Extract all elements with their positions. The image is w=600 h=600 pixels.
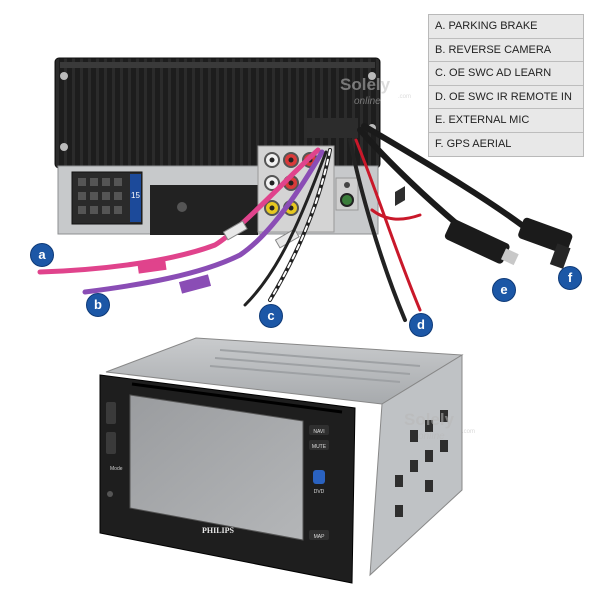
touch-screen: [129, 394, 304, 541]
watermark-suffix: .com: [462, 429, 475, 435]
rca-jacks: [264, 152, 318, 216]
navi-label: NAVI: [313, 429, 324, 435]
antenna-port: [340, 193, 354, 207]
watermark: Solely online .com Solely online .com: [340, 75, 475, 442]
watermark-subtext: online: [418, 431, 445, 442]
map-label: MAP: [314, 534, 326, 540]
bluetooth-icon: [313, 470, 325, 484]
screw-icon: [60, 72, 68, 80]
volume-button: [106, 402, 116, 424]
mute-label: MUTE: [312, 444, 327, 450]
disc-slot: [131, 382, 343, 414]
marker-d: d: [409, 313, 433, 337]
rear-unit: 15: [54, 57, 381, 235]
legend-item-swc-ir-remote: D. OE SWC IR REMOTE IN: [429, 86, 583, 110]
watermark-subtext: online: [354, 96, 381, 107]
legend-item-reverse-camera: B. REVERSE CAMERA: [429, 39, 583, 63]
brand-logo: PHILIPS: [202, 526, 235, 535]
legend-item-gps-aerial: F. GPS AERIAL: [435, 137, 512, 150]
map-button: [309, 530, 329, 540]
marker-a: a: [30, 243, 54, 267]
watermark-suffix: .com: [398, 94, 411, 100]
marker-b: b: [86, 293, 110, 317]
dvd-badge: DVD: [314, 489, 325, 495]
screw-icon: [60, 143, 68, 151]
legend-item-parking-brake: A. PARKING BRAKE: [429, 15, 583, 39]
reset-button: [107, 491, 113, 497]
mode-button: [106, 432, 116, 454]
wire-legend: A. PARKING BRAKE B. REVERSE CAMERA C. OE…: [428, 14, 584, 157]
wire-harness: [37, 123, 573, 322]
marker-e: e: [492, 278, 516, 302]
mute-button: [309, 440, 329, 450]
screw-icon: [368, 72, 376, 80]
connector-number: 15: [131, 191, 140, 200]
marker-f: f: [558, 266, 582, 290]
legend-item-swc-ad-learn: C. OE SWC AD LEARN: [429, 62, 583, 86]
watermark-text: Solely: [340, 75, 391, 94]
front-unit: Mode NAVI MUTE DVD MAP PHILIPS: [99, 186, 464, 584]
watermark-text: Solely: [404, 410, 455, 429]
mode-label: Mode: [110, 466, 123, 472]
marker-c: c: [259, 304, 283, 328]
navi-button: [309, 425, 329, 435]
legend-item-external-mic: E. EXTERNAL MIC: [429, 109, 583, 133]
